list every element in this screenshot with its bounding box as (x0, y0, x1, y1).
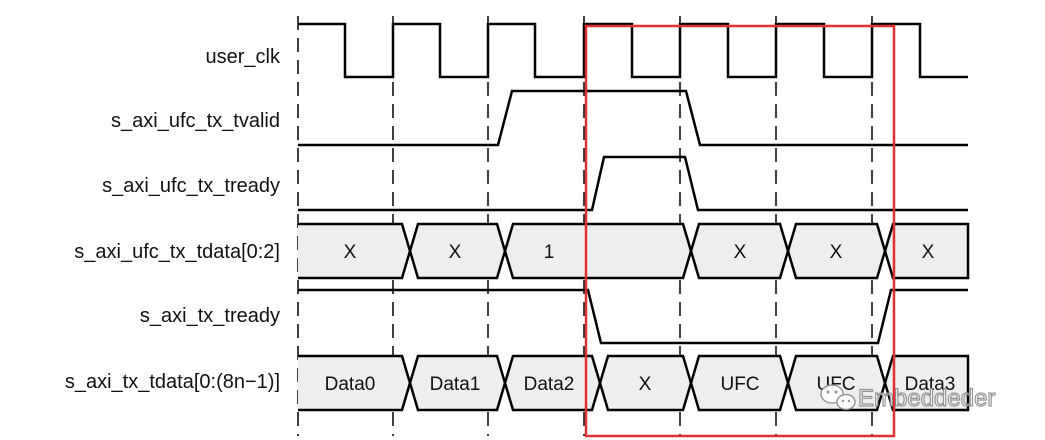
signal-label-ufc-tdata: s_axi_ufc_tx_tdata[0:2] (74, 241, 280, 263)
signal-label-ufc-tvalid: s_axi_ufc_tx_tvalid (111, 110, 280, 132)
bus-value: X (344, 242, 357, 263)
bus-value: X (922, 242, 935, 263)
waveform-ufc-tready (298, 155, 968, 212)
watermark: Embeddeder (820, 384, 996, 413)
wechat-icon (820, 384, 856, 411)
waveform-ufc-tvalid (298, 89, 968, 147)
bus-value: X (830, 242, 843, 263)
bus-value: Data3 (905, 374, 956, 395)
bus-value: Data1 (430, 374, 481, 395)
signal-label-tx-tready: s_axi_tx_tready (140, 305, 280, 327)
bus-segment (503, 222, 693, 280)
highlight-box (584, 24, 896, 438)
bus-value: X (734, 242, 747, 263)
signal-label-tx-tdata: s_axi_tx_tdata[0:(8n−1)] (65, 371, 280, 393)
bus-segment (883, 222, 970, 280)
bus-value: 1 (544, 242, 555, 263)
bus-value: Data0 (325, 374, 376, 395)
signal-label-user-clk: user_clk (206, 46, 281, 68)
watermark-text: Embeddeder (858, 385, 995, 412)
bus-value: UFC (720, 374, 759, 395)
bus-value: Data2 (524, 374, 575, 395)
signal-label-ufc-tready: s_axi_ufc_tx_tready (102, 175, 280, 197)
waveform-tx-tready (298, 288, 968, 345)
bus-value: X (639, 374, 652, 395)
bus-segment (883, 354, 970, 412)
bus-value: X (449, 242, 462, 263)
bus-tx-tdata: Data0 Data1 Data2 X UFC UFC Data3 (298, 354, 970, 412)
waveform-user-clk (298, 22, 968, 79)
bus-ufc-tdata: X X 1 X X X (298, 222, 970, 280)
